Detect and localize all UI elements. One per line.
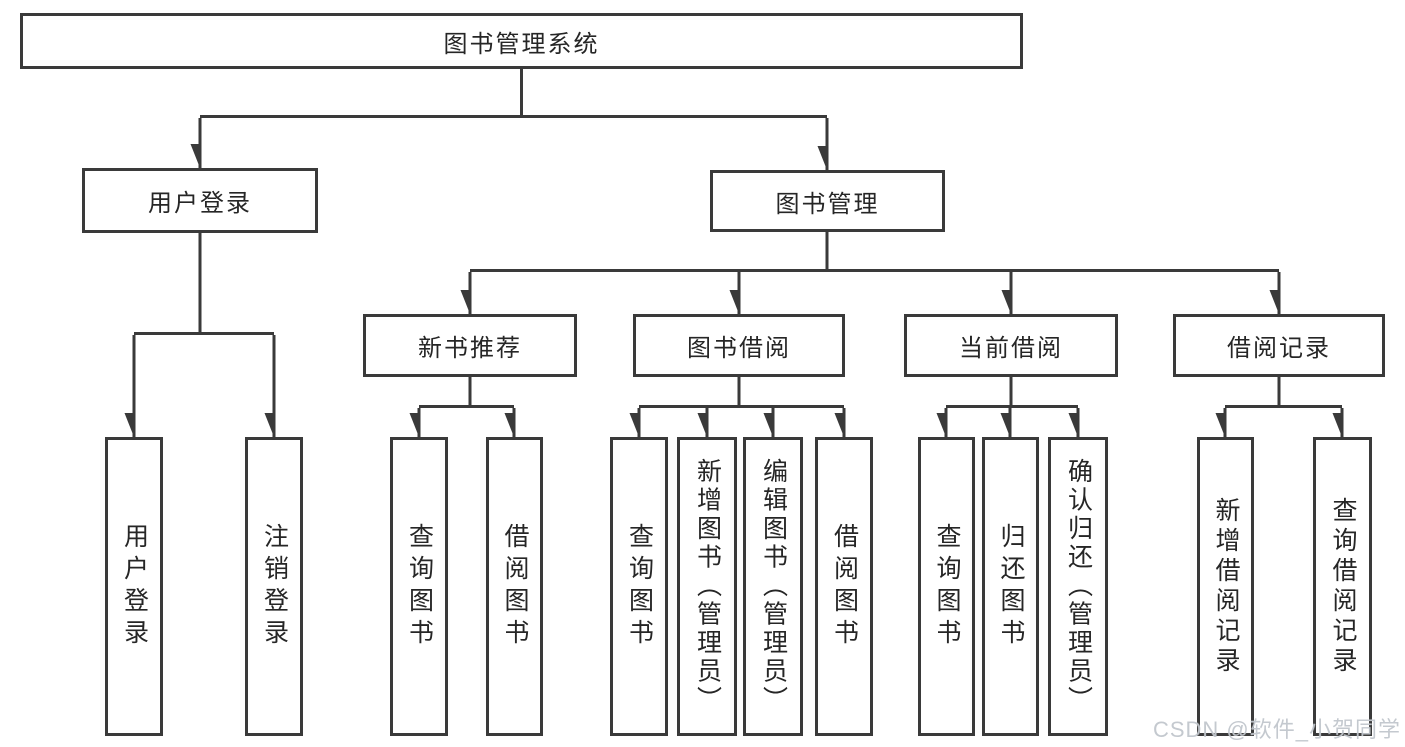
- leaf-label: 查询图书: [933, 522, 961, 651]
- leaf-query-books-recommend: 查询图书: [390, 437, 448, 736]
- leaf-label: 编辑图书（管理员）: [759, 458, 788, 715]
- leaf-return-book: 归还图书: [982, 437, 1039, 736]
- leaf-label: 新增图书（管理员）: [693, 458, 722, 715]
- node-label: 图书借阅: [687, 335, 791, 362]
- node-label: 图书管理: [775, 190, 880, 218]
- leaf-query-books-current: 查询图书: [918, 437, 975, 736]
- node-new-book-recommend: 新书推荐: [363, 314, 577, 377]
- leaf-label: 新增借阅记录: [1212, 496, 1240, 677]
- leaf-add-borrow-record: 新增借阅记录: [1197, 437, 1254, 736]
- node-library-management-system: 图书管理系统: [20, 13, 1023, 69]
- leaf-label: 查询借阅记录: [1329, 496, 1357, 677]
- leaf-label: 注销登录: [260, 522, 289, 651]
- leaf-query-borrow-record: 查询借阅记录: [1313, 437, 1372, 736]
- csdn-watermark: CSDN @软件_小贺同学: [1152, 717, 1401, 742]
- leaf-label: 借阅图书: [501, 522, 529, 651]
- node-book-management: 图书管理: [710, 170, 945, 232]
- node-label: 新书推荐: [418, 335, 522, 362]
- leaf-label: 借阅图书: [830, 522, 859, 651]
- leaf-label: 查询图书: [405, 522, 434, 651]
- node-current-borrow: 当前借阅: [904, 314, 1118, 377]
- leaf-label: 查询图书: [625, 522, 654, 651]
- node-label: 图书管理系统: [443, 30, 600, 58]
- leaf-label: 确认归还（管理员）: [1064, 458, 1093, 715]
- node-label: 借阅记录: [1227, 335, 1331, 362]
- leaf-add-book-admin: 新增图书（管理员）: [677, 437, 737, 736]
- leaf-user-login: 用户登录: [105, 437, 163, 736]
- leaf-edit-book-admin: 编辑图书（管理员）: [743, 437, 803, 736]
- leaf-borrow-books-recommend: 借阅图书: [486, 437, 543, 736]
- leaf-label: 用户登录: [120, 522, 149, 651]
- node-label: 当前借阅: [959, 335, 1063, 362]
- node-user-login: 用户登录: [82, 168, 318, 233]
- leaf-query-books-borrow: 查询图书: [610, 437, 668, 736]
- leaf-borrow-books: 借阅图书: [815, 437, 873, 736]
- node-label: 用户登录: [148, 190, 252, 217]
- node-book-borrow: 图书借阅: [633, 314, 845, 377]
- node-borrow-records: 借阅记录: [1173, 314, 1385, 377]
- leaf-confirm-return-admin: 确认归还（管理员）: [1048, 437, 1108, 736]
- leaf-logout: 注销登录: [245, 437, 303, 736]
- leaf-label: 归还图书: [997, 522, 1025, 651]
